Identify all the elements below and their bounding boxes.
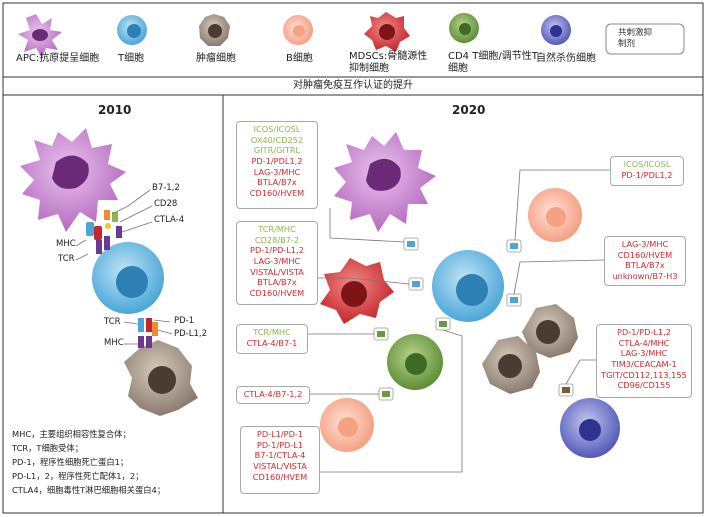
label-tcr-bottom: TCR (104, 317, 121, 327)
note-line: PD-1，程序性细胞死亡蛋白1； (12, 457, 129, 467)
box-line: CTLA-4/MHC (618, 337, 670, 348)
box-line: VISTAL/VISTA (253, 460, 307, 471)
banner-title: 对肿瘤免疫互作认证的提升 (293, 80, 413, 91)
panel-2010-receptors-bottom (138, 318, 158, 348)
box-line: CD160/HVEM (617, 249, 673, 260)
box-bcell-interactions: ICOS/ICOSL PD-1/PDL1,2 (610, 156, 684, 186)
panel-2020-cd4-cell (387, 334, 443, 390)
label-pd1: PD-1 (174, 316, 195, 326)
note-line: PD-L1，2，程序性死亡配体1，2； (12, 471, 144, 481)
label-mhc-bottom: MHC (104, 338, 124, 348)
box-line: CTLA-4/B7-1 (246, 337, 298, 348)
label-pdl: PD-L1,2 (174, 329, 207, 339)
label-b7: B7-1,2 (152, 183, 180, 193)
panel-2020-tumor-cell-b (482, 336, 540, 394)
panel-2010-receptors-top (86, 210, 122, 254)
box-line: B7-1/CTLA-4 (254, 450, 306, 461)
box-mdsc-interactions: TCR/MHC CD28/B7-2 PD-1/PD-L1,2 LAG-3/MHC… (236, 221, 318, 305)
panel-2020-apc-cell (334, 132, 436, 232)
box-line: TGIT/CD112,113,155 (601, 369, 687, 380)
panel-2020-leader-lines (308, 169, 614, 473)
box-line: TIM3/CEACAM-1 (611, 358, 677, 369)
panel-2020-tumor-cell-a (522, 304, 578, 358)
legend-tumor-icon (199, 14, 230, 46)
legend-tcell-icon (117, 15, 147, 45)
legend-tumor-label: 肿瘤细胞 (196, 53, 236, 64)
box-line: LAG-3/MHC (253, 166, 301, 177)
legend-bcell-label: B细胞 (286, 53, 313, 64)
legend-frame (2, 2, 704, 78)
box-line: GITR/GITRL (253, 145, 301, 156)
note-line: MHC，主要组织相容性复合体； (12, 429, 131, 439)
box-line: PD-1/PD-L1 (256, 439, 304, 450)
box-line: LAG-3/MHC (253, 255, 301, 266)
panel-2010-tcell (92, 242, 164, 314)
box-line: BTLA/B7x (257, 277, 297, 288)
box-line: PD-L1/PD-1 (256, 429, 304, 439)
box-line: PD-1/PDL1,2 (251, 155, 303, 166)
box-line: CTLA-4/B7-1,2 (243, 389, 303, 399)
box-nk-interactions: PD-1/PD-L1,2 CTLA-4/MHC LAG-3/MHC TIM3/C… (596, 324, 692, 398)
legend-costim-box (605, 23, 685, 55)
panel-2020-mdsc-cell (320, 258, 394, 324)
legend-nk-label: 自然杀伤细胞 (536, 53, 596, 64)
panel-2020-marker-dots (377, 241, 570, 397)
box-line: BTLA/B7x (625, 260, 665, 271)
box-line: CD28/B7-2 (254, 234, 300, 245)
panel-2020-bcell-bottom (320, 398, 374, 452)
legend-nk-icon (541, 15, 571, 45)
legend-cd4-label: CD4 T细胞/调节性T细胞 (448, 51, 538, 74)
legend-apc-icon (18, 14, 62, 58)
panel-2010-year: 2010 (98, 103, 132, 117)
box-apc-interactions: ICOS/ICOSL OX40/CD252 GITR/GITRL PD-1/PD… (236, 121, 318, 209)
panel-2020-nk-cell (560, 398, 620, 458)
box-cd4-interactions: TCR/MHC CTLA-4/B7-1 (236, 324, 308, 354)
box-line: PD-1/PDL1,2 (621, 169, 673, 180)
box-line: TCR/MHC (258, 224, 296, 234)
panel-2020-tcell (432, 250, 504, 322)
legend-apc-label: APC:抗原提呈细胞 (16, 53, 100, 64)
box-line: CD96/CD155 (617, 380, 671, 391)
label-tcr-top: TCR (58, 254, 75, 264)
box-line: PD-1/PD-L1,2 (617, 327, 671, 337)
label-mhc-top: MHC (56, 239, 76, 249)
legend-costim-label: 共刺激抑制剂 (618, 28, 653, 49)
box-line: VISTAL/VISTA (250, 266, 304, 277)
box-line: LAG-3/MHC (620, 348, 668, 359)
box-line: PD-1/PD-L1,2 (250, 245, 304, 256)
panel-2020-bcell-top (528, 188, 582, 242)
box-line: CD160/HVEM (249, 187, 305, 198)
legend-mdsc-icon (364, 12, 410, 52)
box-ctla4-interactions: CTLA-4/B7-1,2 (236, 386, 310, 404)
legend-mdsc-label: MDSCs:骨髓源性抑制细胞 (349, 51, 428, 74)
panel-2010-tumor-cell (124, 340, 198, 416)
box-tumor-interactions: LAG-3/MHC CD160/HVEM BTLA/B7x unknown/B7… (604, 236, 686, 286)
box-line: ICOS/ICOSL (623, 159, 671, 169)
panel-2020-year: 2020 (452, 103, 486, 117)
box-line: ICOS/ICOSL (253, 124, 301, 134)
box-line: BTLA/B7x (257, 177, 297, 188)
legend-bcell-icon (283, 15, 313, 45)
panel-2010-leader-lines (75, 189, 173, 345)
box-line: CD160/HVEM (249, 287, 305, 298)
label-ctla4: CTLA-4 (154, 215, 185, 225)
box-line: LAG-3/MHC (621, 239, 669, 249)
legend-tcell-label: T细胞 (118, 53, 145, 64)
box-line: unknown/B7-H3 (612, 270, 678, 281)
box-line: OX40/CD252 (250, 134, 304, 145)
panel-2010-apc-cell (20, 128, 126, 232)
note-line: TCR，T细胞受体； (12, 443, 83, 453)
box-line: CD160/HVEM (252, 471, 308, 482)
note-line: CTLA4，细胞毒性T淋巴细胞相关蛋白4； (12, 485, 166, 495)
label-cd28: CD28 (154, 199, 178, 209)
legend-cd4-icon (449, 13, 479, 43)
box-bottom-interactions: PD-L1/PD-1 PD-1/PD-L1 B7-1/CTLA-4 VISTAL… (240, 426, 320, 494)
box-line: TCR/MHC (253, 327, 291, 337)
